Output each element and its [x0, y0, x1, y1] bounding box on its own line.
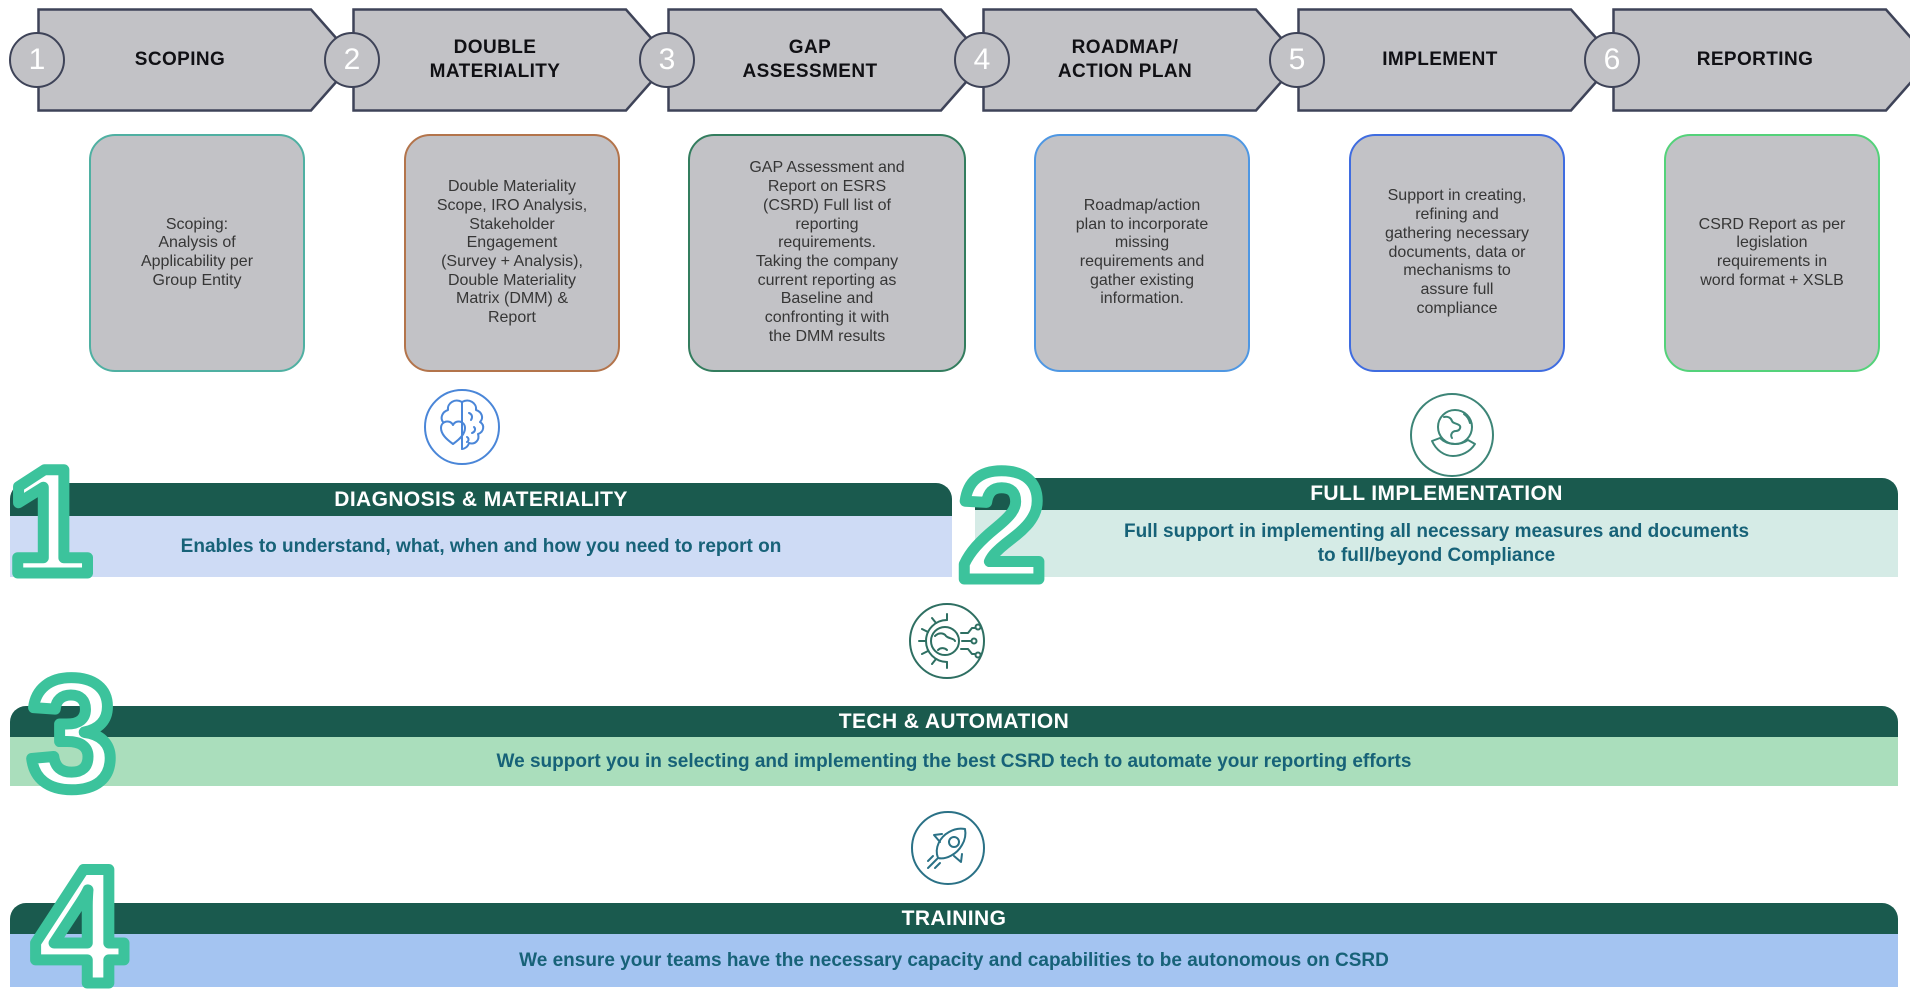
svg-text:1: 1	[8, 446, 91, 586]
step-number-badge: 4	[954, 32, 1010, 88]
step-number: 3	[658, 43, 676, 76]
big-number-4: 4	[28, 845, 131, 997]
step-description-box: Double Materiality Scope, IRO Analysis, …	[404, 134, 620, 372]
step-description-box: Support in creating, refining and gather…	[1349, 134, 1565, 372]
step-number: 6	[1603, 43, 1621, 76]
step-number-badge: 1	[9, 32, 65, 88]
section-title-bar: TRAINING	[10, 903, 1898, 934]
process-step: IMPLEMENT 5 Support in creating, refinin…	[1269, 8, 1617, 428]
section-body: Full support in implementing all necessa…	[975, 510, 1898, 577]
step-label: DOUBLE MATERIALITY	[429, 37, 561, 82]
rocket-icon	[909, 809, 987, 892]
process-step: SCOPING 1 Scoping: Analysis of Applicabi…	[9, 8, 357, 428]
section-text: Full support in implementing all necessa…	[1123, 520, 1750, 566]
section-text: We support you in selecting and implemen…	[496, 750, 1412, 772]
globe-in-hand-icon	[1408, 391, 1496, 484]
section-title: TECH & AUTOMATION	[838, 709, 1070, 733]
section-full-implementation: FULL IMPLEMENTATION Full support in impl…	[975, 478, 1898, 577]
step-number: 1	[28, 43, 46, 76]
step-number-badge: 2	[324, 32, 380, 88]
svg-text:2: 2	[959, 450, 1045, 592]
section-body: We ensure your teams have the necessary …	[10, 934, 1898, 987]
step-number-badge: 3	[639, 32, 695, 88]
big-number-2: 2	[953, 450, 1050, 592]
section-title: TRAINING	[901, 906, 1007, 930]
chevron-arrow-icon	[1297, 8, 1617, 112]
section-text: Enables to understand, what, when and ho…	[180, 535, 782, 557]
step-number: 4	[973, 43, 991, 76]
heart-brain-icon	[422, 387, 502, 472]
svg-text:4: 4	[33, 845, 125, 997]
step-description-box: CSRD Report as per legislation requireme…	[1664, 134, 1880, 372]
section-tech-automation: TECH & AUTOMATION We support you in sele…	[10, 706, 1898, 786]
step-description: Roadmap/action plan to incorporate missi…	[1075, 196, 1209, 308]
chevron-arrow-icon	[37, 8, 357, 112]
step-number-badge: 5	[1269, 32, 1325, 88]
step-number: 5	[1288, 43, 1306, 76]
section-training: TRAINING We ensure your teams have the n…	[10, 903, 1898, 987]
section-title-bar: TECH & AUTOMATION	[10, 706, 1898, 737]
step-label: IMPLEMENT	[1382, 49, 1498, 71]
process-step: DOUBLE MATERIALITY 2 Double Materiality …	[324, 8, 672, 428]
section-title: DIAGNOSIS & MATERIALITY	[334, 487, 628, 511]
step-label: ROADMAP/ ACTION PLAN	[1057, 37, 1193, 82]
chevron-arrow-icon	[982, 8, 1302, 112]
step-description-box: GAP Assessment and Report on ESRS (CSRD)…	[688, 134, 966, 372]
chevron-arrow-icon	[352, 8, 672, 112]
section-title-bar: FULL IMPLEMENTATION	[975, 478, 1898, 510]
chevron-arrow-icon	[1612, 8, 1910, 112]
step-label: REPORTING	[1696, 49, 1814, 71]
process-step: ROADMAP/ ACTION PLAN 4 Roadmap/action pl…	[954, 8, 1302, 428]
process-step: GAP ASSESSMENT 3 GAP Assessment and Repo…	[639, 8, 987, 428]
chevron-arrow-icon	[667, 8, 987, 112]
big-number-3: 3	[23, 656, 122, 801]
section-body: Enables to understand, what, when and ho…	[10, 516, 952, 577]
tech-globe-icon	[907, 601, 987, 686]
step-number: 2	[343, 43, 361, 76]
process-step: REPORTING 6 CSRD Report as per legislati…	[1584, 8, 1910, 428]
section-title-bar: DIAGNOSIS & MATERIALITY	[10, 483, 952, 516]
step-description-box: Roadmap/action plan to incorporate missi…	[1034, 134, 1250, 372]
step-label: GAP ASSESSMENT	[742, 37, 878, 82]
section-diagnosis-materiality: DIAGNOSIS & MATERIALITY Enables to under…	[10, 483, 952, 577]
section-body: We support you in selecting and implemen…	[10, 737, 1898, 786]
step-description: GAP Assessment and Report on ESRS (CSRD)…	[749, 159, 905, 345]
step-description-box: Scoping: Analysis of Applicability per G…	[89, 134, 305, 372]
big-number-1: 1	[8, 446, 93, 586]
step-label: SCOPING	[134, 49, 226, 71]
step-description: Scoping: Analysis of Applicability per G…	[140, 215, 254, 289]
step-number-badge: 6	[1584, 32, 1640, 88]
section-text: We ensure your teams have the necessary …	[519, 949, 1389, 971]
section-title: FULL IMPLEMENTATION	[1310, 482, 1563, 505]
step-description: Double Materiality Scope, IRO Analysis, …	[436, 178, 588, 327]
svg-text:3: 3	[28, 656, 116, 801]
step-description: Support in creating, refining and gather…	[1384, 187, 1530, 317]
step-description: CSRD Report as per legislation requireme…	[1698, 215, 1846, 289]
